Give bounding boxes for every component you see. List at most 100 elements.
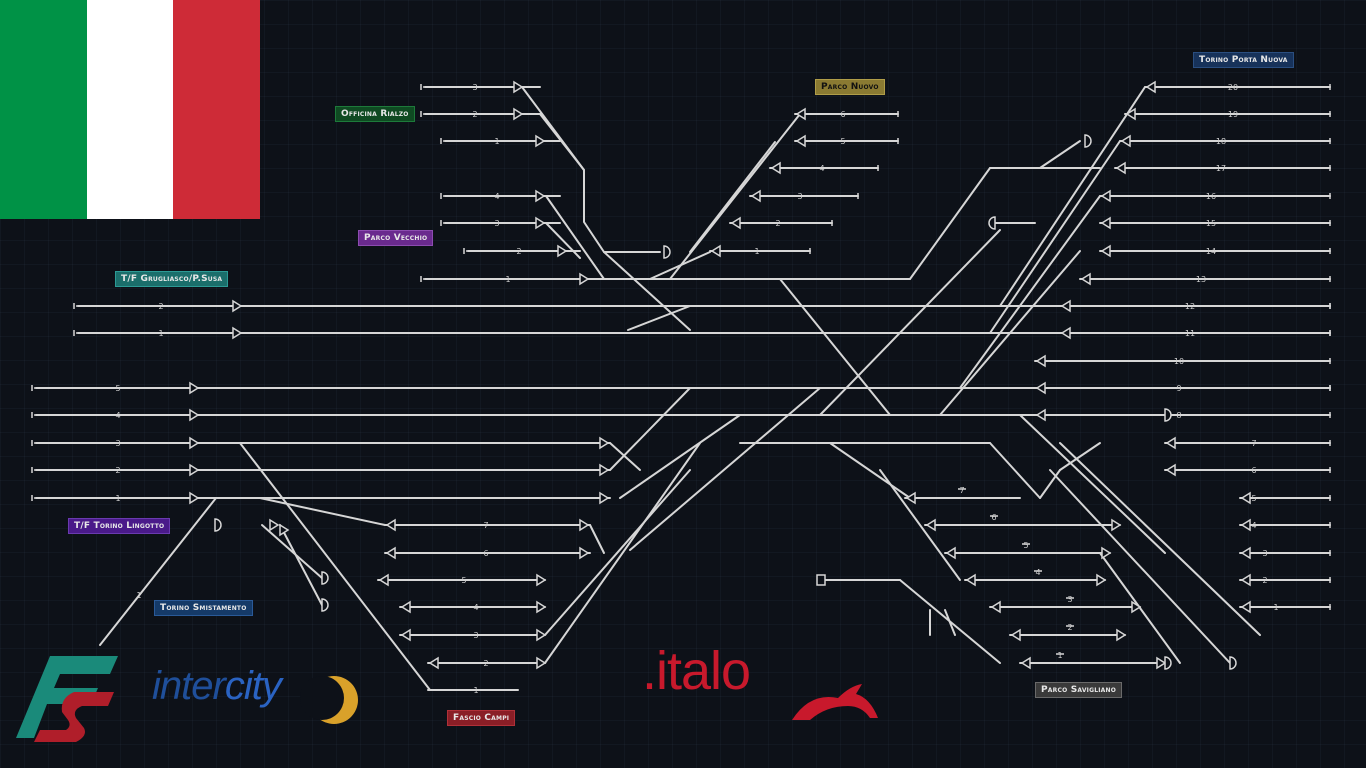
track-line (1039, 469, 1061, 499)
track-line (649, 251, 711, 280)
track-number: 5 (840, 137, 845, 146)
track-number: 1 (1273, 603, 1278, 612)
track-number: 1 (136, 591, 141, 600)
track-number: 1 (1057, 651, 1062, 660)
track-line (829, 442, 911, 499)
intercity-logo: intercity (152, 664, 282, 709)
buffer-stop-icon (214, 518, 222, 532)
buffer-stop-icon (1164, 408, 1172, 422)
track-line (629, 387, 821, 551)
track-number: 13 (1196, 275, 1206, 284)
track-number: 2 (158, 302, 163, 311)
signal-icon (599, 436, 610, 450)
track-line (545, 195, 605, 280)
track-line (609, 442, 641, 471)
track-number: 5 (1023, 541, 1028, 550)
signal-icon (1101, 546, 1112, 560)
signal-icon (513, 107, 524, 121)
track-number: 1 (754, 247, 759, 256)
signal-icon (1060, 299, 1071, 313)
signal-icon (1116, 628, 1127, 642)
italo-logo: .italo (642, 641, 751, 701)
signal-icon (400, 600, 411, 614)
signal-icon (1111, 518, 1122, 532)
track-line (669, 113, 801, 280)
track-number: 1 (505, 275, 510, 284)
label-parco-vecchio: Parco Vecchio (358, 230, 434, 246)
track-number: 6 (840, 110, 845, 119)
track-line (99, 497, 217, 646)
signal-icon (279, 523, 290, 537)
track-line (1019, 414, 1166, 554)
track-number: 18 (1216, 137, 1226, 146)
track-number: 5 (1251, 494, 1256, 503)
signal-icon (1165, 436, 1176, 450)
fs-logo-icon (16, 656, 118, 742)
track-line (239, 442, 431, 691)
track-line (1059, 442, 1101, 471)
signal-icon (513, 80, 524, 94)
track-number: 3 (115, 439, 120, 448)
signal-icon (710, 244, 721, 258)
signal-icon (1240, 600, 1251, 614)
signal-icon (730, 216, 741, 230)
track-number: 1 (158, 329, 163, 338)
signal-icon (770, 161, 781, 175)
label-torino-smistamento: Torino Smistamento (154, 600, 253, 616)
track-line (279, 524, 323, 606)
track-line (999, 86, 1146, 307)
signal-icon (1131, 600, 1142, 614)
buffer-stop-icon (663, 245, 671, 259)
signal-icon (1035, 354, 1046, 368)
station-icon (816, 574, 826, 586)
signal-icon (536, 573, 547, 587)
track-number: 12 (1185, 302, 1195, 311)
track-number: 5 (461, 576, 466, 585)
track-line (609, 387, 691, 471)
track-number: 7 (483, 521, 488, 530)
track-line (1059, 442, 1261, 636)
track-line (989, 140, 1121, 334)
track-number: 6 (1251, 466, 1256, 475)
signal-icon (925, 518, 936, 532)
signal-icon (1100, 189, 1111, 203)
track-number: 2 (1067, 623, 1072, 632)
track-line (603, 251, 691, 331)
track-number: 19 (1228, 110, 1238, 119)
signal-icon (189, 463, 200, 477)
track-number: 3 (472, 83, 477, 92)
signal-icon (535, 189, 546, 203)
track-number: 2 (1262, 576, 1267, 585)
track-number: 3 (1262, 549, 1267, 558)
intercity-text-city: city (224, 664, 282, 708)
track-number: 2 (516, 247, 521, 256)
signal-icon (189, 491, 200, 505)
signal-icon (599, 463, 610, 477)
track-line (544, 469, 691, 636)
signal-icon (1115, 161, 1126, 175)
signal-icon (232, 326, 243, 340)
signal-icon (557, 244, 568, 258)
track-number: 3 (473, 631, 478, 640)
signal-icon (795, 107, 806, 121)
signal-icon (1096, 573, 1107, 587)
signal-icon (579, 546, 590, 560)
track-number: 17 (1216, 164, 1226, 173)
signal-icon (1120, 134, 1131, 148)
label-parco-nuovo: Parco Nuovo (815, 79, 885, 95)
track-number: 5 (115, 384, 120, 393)
track-line (939, 250, 1081, 416)
buffer-stop-icon (321, 571, 329, 585)
signal-icon (535, 134, 546, 148)
track-number: 2 (775, 219, 780, 228)
label-tf-grugliasco: T/F Grugliasco/P.Susa (115, 271, 229, 287)
signal-icon (965, 573, 976, 587)
signal-icon (1165, 463, 1176, 477)
track-number: 4 (494, 192, 499, 201)
track-number: 4 (115, 411, 120, 420)
signal-icon (579, 272, 590, 286)
buffer-stop-icon (988, 216, 996, 230)
signal-icon (535, 216, 546, 230)
buffer-stop-icon (1164, 656, 1172, 670)
